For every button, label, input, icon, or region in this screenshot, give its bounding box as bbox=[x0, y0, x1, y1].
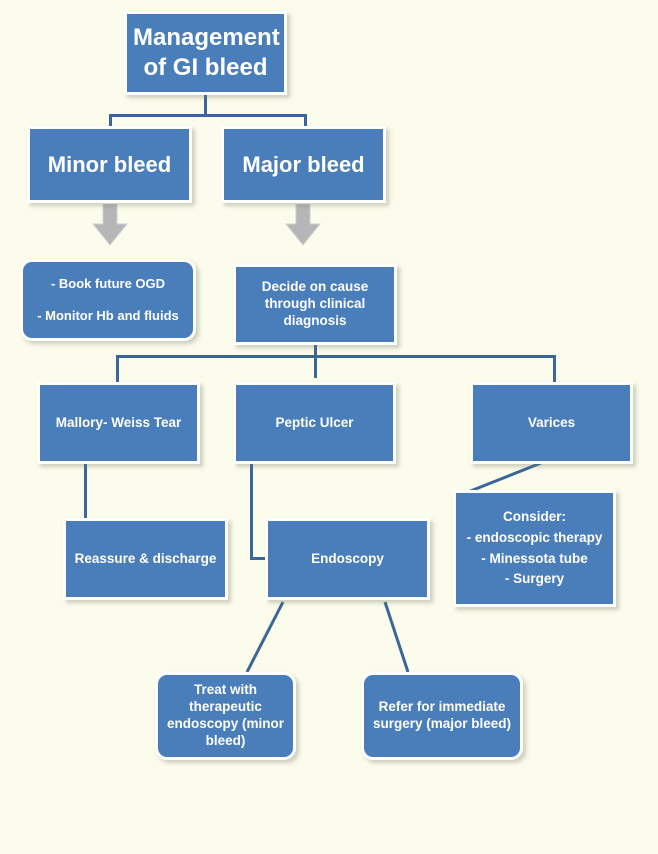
node-major-bleed[interactable]: Major bleed bbox=[221, 126, 386, 203]
connector-endoscopy-to-treat bbox=[245, 601, 285, 673]
node-consider-options[interactable]: Consider: - endoscopic therapy - Minesso… bbox=[453, 490, 616, 607]
node-reassure-and-discharge[interactable]: Reassure & discharge bbox=[63, 518, 228, 600]
node-refer-for-immediate-surgery[interactable]: Refer for immediate surgery (major bleed… bbox=[361, 672, 523, 760]
node-label: Treat with therapeutic endoscopy (minor … bbox=[166, 682, 284, 748]
node-endoscopy[interactable]: Endoscopy bbox=[265, 518, 430, 600]
connector-to-varices bbox=[553, 355, 556, 383]
node-label: Mallory- Weiss Tear bbox=[55, 414, 182, 430]
node-varices[interactable]: Varices bbox=[470, 382, 633, 464]
arrow-down-minor-icon bbox=[92, 204, 128, 246]
node-management-of-gi-bleed[interactable]: Management of GI bleed bbox=[124, 11, 287, 95]
connector-varices-to-consider bbox=[467, 461, 542, 494]
connector-decide-stem bbox=[314, 345, 317, 378]
connector-peptic-down bbox=[250, 462, 253, 559]
connector-branch-bar bbox=[116, 355, 556, 358]
node-treat-with-therapeutic-endoscopy[interactable]: Treat with therapeutic endoscopy (minor … bbox=[155, 672, 296, 760]
node-label: Consider: - endoscopic therapy - Minesso… bbox=[466, 508, 603, 587]
node-label: - Book future OGD - Monitor Hb and fluid… bbox=[37, 275, 179, 324]
connector-mallory-down bbox=[84, 462, 87, 559]
connector-peptic-right bbox=[250, 557, 275, 560]
connector-endoscopy-to-refer bbox=[383, 601, 410, 673]
node-label: Reassure & discharge bbox=[74, 550, 217, 566]
node-minor-bleed[interactable]: Minor bleed bbox=[27, 126, 192, 203]
node-label: Decide on cause through clinical diagnos… bbox=[261, 279, 369, 328]
connector-to-major-bleed bbox=[304, 114, 307, 127]
node-label: Management of GI bleed bbox=[133, 24, 280, 81]
connector-to-minor-bleed bbox=[109, 114, 112, 127]
connector-root-split-bar bbox=[109, 114, 307, 117]
node-label: Varices bbox=[527, 414, 576, 430]
node-peptic-ulcer[interactable]: Peptic Ulcer bbox=[233, 382, 396, 464]
connector-root-stem bbox=[204, 93, 207, 117]
node-label: Refer for immediate surgery (major bleed… bbox=[372, 699, 512, 731]
node-label: Major bleed bbox=[242, 151, 365, 177]
node-label: Peptic Ulcer bbox=[275, 414, 354, 430]
node-decide-on-cause[interactable]: Decide on cause through clinical diagnos… bbox=[233, 264, 397, 345]
arrow-down-major-icon bbox=[285, 204, 321, 246]
node-label: Minor bleed bbox=[47, 151, 172, 177]
node-label: Endoscopy bbox=[311, 550, 384, 566]
connector-to-mallory-weiss bbox=[116, 355, 119, 383]
node-minor-bleed-actions[interactable]: - Book future OGD - Monitor Hb and fluid… bbox=[20, 259, 196, 341]
node-mallory-weiss-tear[interactable]: Mallory- Weiss Tear bbox=[37, 382, 200, 464]
